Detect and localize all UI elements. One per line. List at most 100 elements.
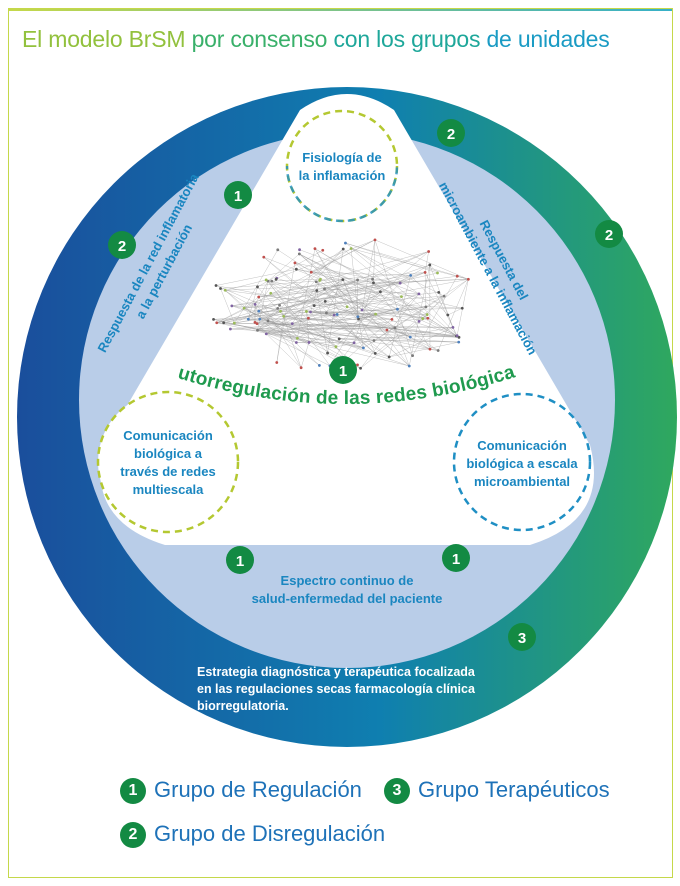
network-node (293, 261, 297, 265)
outer-text-line-3: biorregulatoria. (197, 699, 289, 713)
network-edge (361, 291, 381, 311)
svg-text:1: 1 (234, 188, 242, 205)
network-node (256, 285, 259, 289)
network-node (269, 291, 273, 295)
network-node (276, 248, 280, 252)
network-node (290, 322, 294, 326)
network-edge (223, 272, 426, 323)
network-edge (243, 296, 259, 309)
network-edge (276, 316, 284, 363)
network-edge (342, 279, 410, 367)
network-node (352, 341, 356, 345)
network-node (378, 290, 382, 294)
right-dashed-circle (452, 392, 592, 532)
network-edge (216, 322, 439, 351)
network-node (359, 366, 362, 370)
network-edge (257, 329, 460, 338)
top-accent-line (8, 8, 673, 11)
network-edge (373, 279, 469, 341)
network-node (306, 316, 310, 320)
network-node (398, 281, 402, 285)
network-node (436, 349, 440, 352)
network-node (305, 310, 308, 313)
legend-label-2: Grupo de Disregulación (154, 821, 386, 846)
network-edge (258, 275, 411, 298)
network-edge (230, 327, 453, 330)
network-node (246, 317, 250, 321)
network-node (335, 313, 339, 316)
network-node (279, 309, 282, 313)
legend-badge-1: 1 (120, 778, 146, 804)
network-edge (372, 278, 401, 284)
network-node (373, 351, 377, 355)
network-node (257, 309, 261, 313)
network-node (230, 304, 234, 308)
network-node (361, 346, 365, 350)
network-edge (345, 242, 469, 280)
network-edge (374, 239, 469, 280)
network-edge (373, 279, 469, 283)
network-edge (374, 239, 413, 356)
network-edge (270, 279, 343, 294)
top-circle-line-1: Fisiología de (302, 150, 381, 165)
bottom-band-line-1: Espectro continuo de (281, 573, 414, 588)
network-node (400, 295, 403, 299)
network-edge (215, 268, 297, 286)
network-node (298, 248, 301, 252)
network-node (325, 311, 328, 315)
network-edge (234, 322, 453, 328)
network-node (409, 273, 413, 277)
network-edge (266, 316, 358, 335)
network-edge (248, 286, 258, 320)
network-node (442, 294, 446, 298)
network-edge (223, 322, 364, 349)
network-edge (361, 239, 376, 311)
svg-text:2: 2 (118, 238, 126, 255)
network-node (232, 321, 236, 325)
badge-bottom-left: 1 (226, 546, 254, 574)
network-node (385, 328, 389, 332)
network-node (396, 307, 399, 311)
network-edge (310, 307, 463, 313)
network-edge (231, 305, 439, 351)
left-circle-line-4: multiescala (133, 482, 205, 497)
network-edge (294, 262, 460, 338)
network-node (253, 302, 257, 306)
network-edge (257, 329, 297, 343)
network-edge (361, 251, 429, 311)
network-node (345, 305, 349, 309)
badge-center: 1 (329, 356, 357, 384)
network-edge (294, 262, 410, 367)
network-node (242, 306, 246, 310)
network-node (332, 313, 336, 317)
network-node (360, 308, 364, 312)
network-edge (418, 293, 458, 336)
network-node (427, 250, 431, 253)
network-edge (363, 295, 445, 349)
network-edge (231, 305, 428, 319)
network-node (275, 361, 279, 364)
network-edge (424, 272, 458, 336)
title-part-4: de unidades (480, 26, 610, 52)
title-part-1: El modelo BrSM (22, 26, 186, 52)
network-edge (325, 264, 430, 302)
network-node (374, 312, 378, 316)
network-edge (231, 278, 373, 307)
network-edge (350, 248, 359, 320)
svg-text:2: 2 (447, 126, 455, 143)
network-node (393, 326, 397, 330)
network-node (307, 341, 311, 344)
svg-text:1: 1 (452, 551, 460, 568)
network-node (229, 327, 232, 331)
network-node (256, 328, 259, 332)
legend-badge-2: 2 (120, 822, 146, 848)
badge-left-top: 1 (224, 181, 252, 209)
network-edge (299, 253, 428, 319)
network-edge (375, 279, 469, 354)
network-node (223, 288, 227, 292)
network-node (323, 299, 327, 303)
network-edge (357, 308, 398, 318)
badge-outer-top: 2 (437, 119, 465, 147)
network-node (356, 278, 359, 282)
